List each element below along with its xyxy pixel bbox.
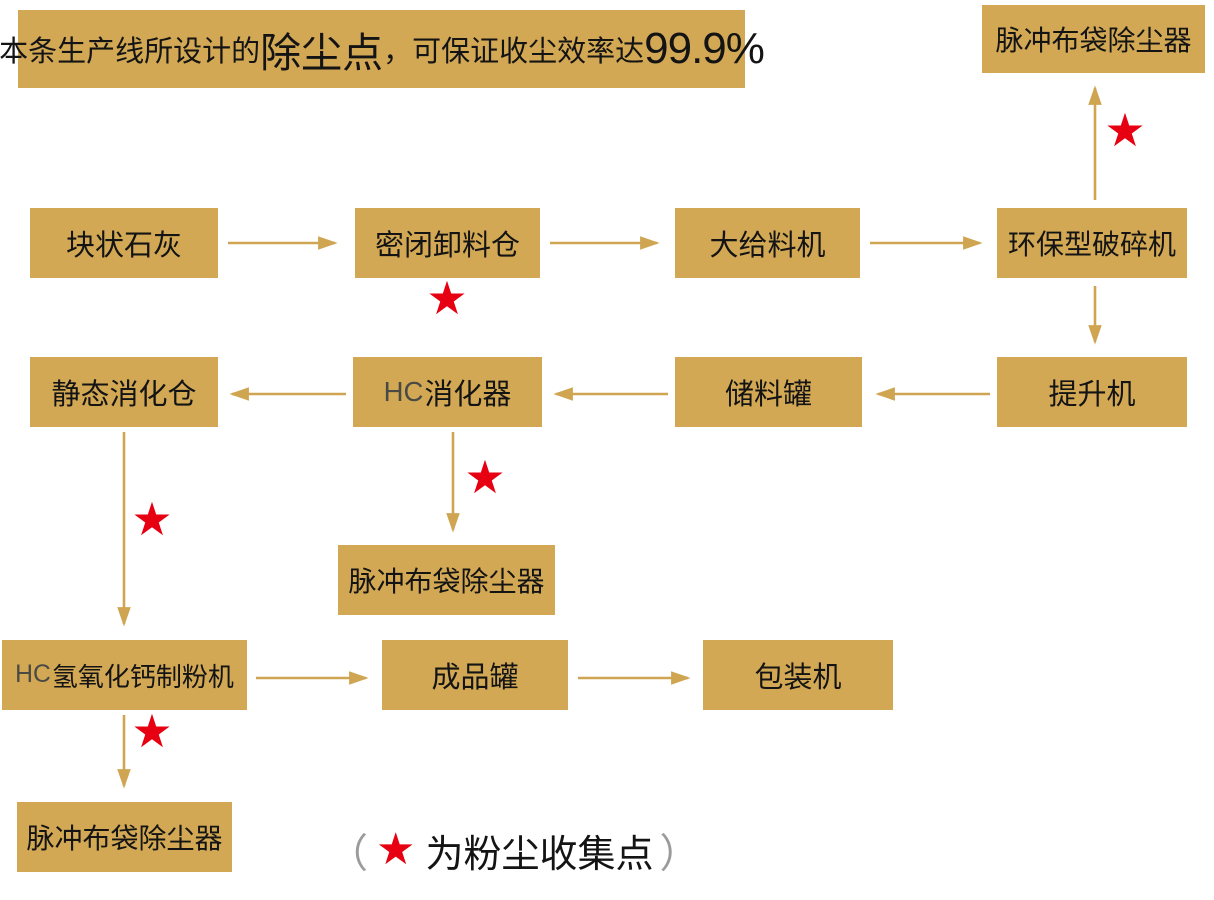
node-label-prefix: HC: [15, 661, 51, 688]
node-label: 氢氧化钙制粉机: [51, 661, 234, 692]
node-lump-lime: 块状石灰: [30, 208, 218, 278]
node-bucket-elevator: 提升机: [997, 357, 1187, 427]
legend-paren-open: （: [328, 832, 368, 876]
node-storage-tank: 储料罐: [675, 357, 862, 427]
node-dust-collector-bottom: 脉冲布袋除尘器: [17, 802, 232, 872]
dust-point-star-icon: ★: [426, 272, 468, 325]
node-label: 储料罐: [724, 379, 812, 411]
node-label: 大给料机: [709, 230, 826, 262]
legend-paren-close: ）: [659, 832, 700, 876]
node-label: 包装机: [754, 662, 842, 694]
legend-text: 为粉尘收集点: [425, 833, 654, 876]
node-label: 块状石灰: [65, 230, 182, 262]
node-label: 成品罐: [431, 662, 519, 694]
node-label: 提升机: [1048, 379, 1136, 411]
dust-point-star-icon: ★: [131, 705, 173, 758]
node-label: 消化器: [424, 379, 512, 411]
node-label: 环保型破碎机: [1007, 229, 1176, 260]
node-dust-collector-mid: 脉冲布袋除尘器: [338, 545, 555, 615]
node-label-prefix: HC: [383, 376, 424, 407]
node-eco-crusher: 环保型破碎机: [997, 208, 1187, 278]
title-text: 本条生产线所设计的: [0, 36, 261, 68]
node-label: 脉冲布袋除尘器: [348, 566, 545, 597]
title-efficiency-value: 99.9%: [644, 24, 765, 73]
node-label: 静态消化仓: [51, 379, 197, 411]
node-large-feeder: 大给料机: [675, 208, 860, 278]
dust-point-star-icon: ★: [1104, 104, 1146, 157]
node-label: 密闭卸料仓: [374, 230, 520, 262]
dust-point-star-icon: ★: [131, 493, 173, 546]
legend-star-icon: ★: [376, 825, 416, 874]
dust-point-star-icon: ★: [464, 451, 506, 504]
node-label: 脉冲布袋除尘器: [26, 823, 223, 854]
node-label: 脉冲布袋除尘器: [995, 25, 1192, 56]
title-middle: ，可保证收尘效率达: [383, 36, 645, 68]
node-sealed-unloading-bin: 密闭卸料仓: [355, 208, 540, 278]
legend: （ ★ 为粉尘收集点 ）: [322, 818, 705, 882]
title-highlight: 除尘点: [260, 30, 384, 76]
node-finished-product-tank: 成品罐: [382, 640, 568, 710]
node-static-digestion-bin: 静态消化仓: [30, 357, 218, 427]
node-packing-machine: 包装机: [703, 640, 893, 710]
node-dust-collector-top: 脉冲布袋除尘器: [982, 5, 1205, 73]
